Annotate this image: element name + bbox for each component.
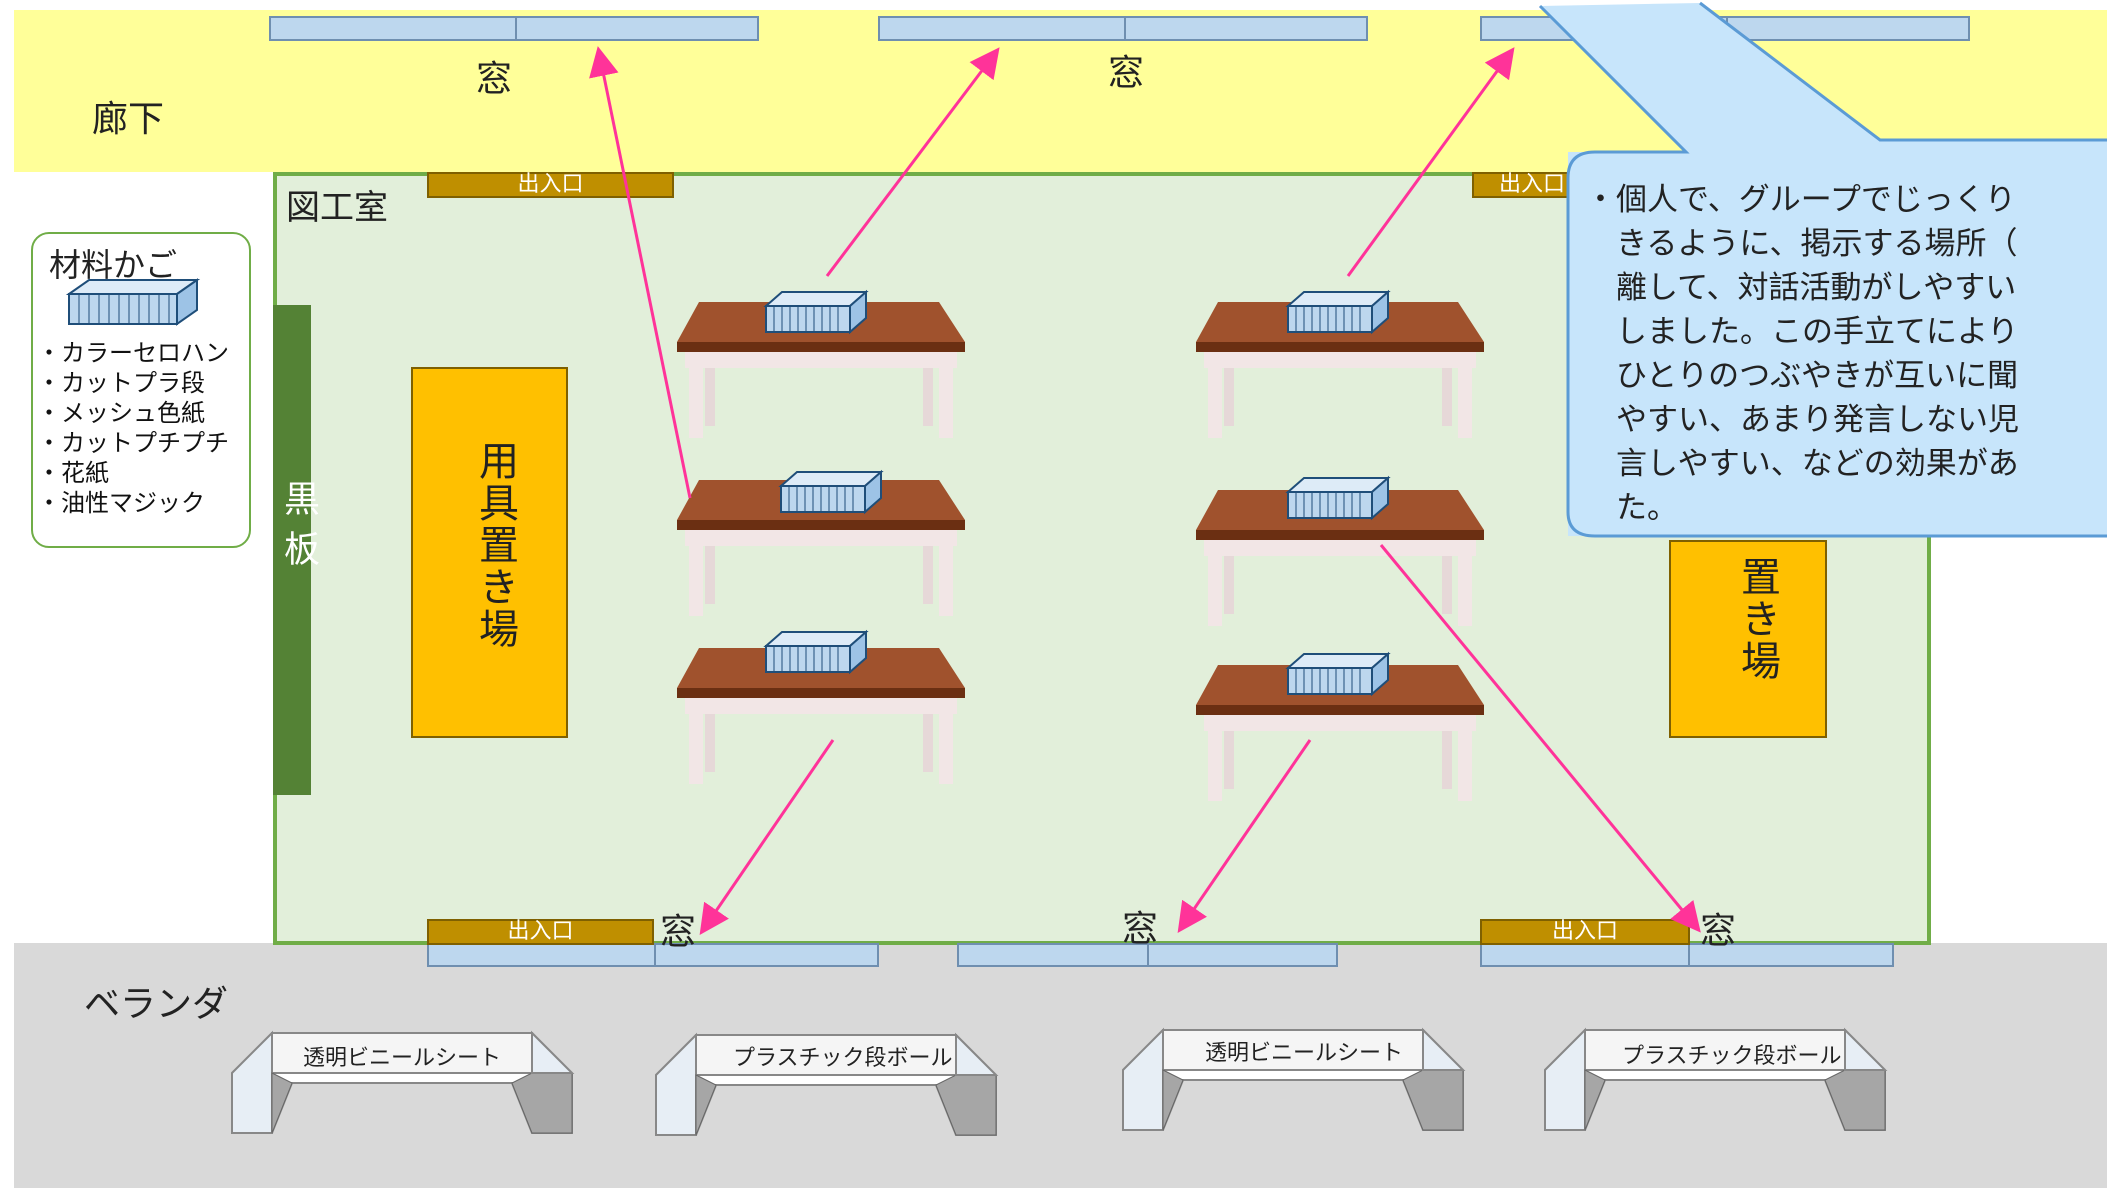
basket-item: ・油性マジック — [37, 489, 205, 517]
display-stand-label: プラスチック段ボール — [733, 1046, 953, 1071]
material-basket-legend: 材料かご ・カラーセロハン ・カットプラ段 ・メッシュ色紙 ・カットプチプチ ・… — [31, 232, 251, 548]
tool-storage-left — [411, 367, 568, 738]
display-stand-label: プラスチック段ボール — [1622, 1044, 1842, 1069]
basket-item: ・カットプチプチ — [37, 429, 229, 457]
callout-line: しました。この手立てにより — [1585, 314, 2019, 350]
callout-line: ・個人で、グループでじっくり — [1585, 182, 2016, 218]
basket-item: ・カラーセロハン — [37, 339, 229, 367]
window-label: 窓 — [660, 912, 697, 953]
door-bottom-left: 出入口 — [427, 919, 654, 945]
callout-line: きるように、掲示する場所（ — [1585, 226, 2018, 262]
material-basket-title: 材料かご — [49, 246, 178, 284]
display-stand-label: 透明ビニールシート — [303, 1046, 502, 1071]
blackboard-label: 黒板 — [278, 480, 319, 580]
window-bottom-2 — [957, 943, 1338, 967]
display-stand-label: 透明ビニールシート — [1205, 1041, 1404, 1066]
callout-line: 離して、対話活動がしやすい — [1585, 270, 2017, 306]
callout-line: 言しやすい、などの効果があ — [1585, 446, 2019, 482]
basket-icon — [65, 278, 201, 326]
room-label: 図工室 — [286, 188, 388, 228]
window-label: 窓 — [476, 59, 513, 100]
callout-line: ひとりのつぶやきが互いに聞 — [1585, 358, 2019, 394]
window-label: 窓 — [1122, 909, 1159, 950]
window-label: 窓 — [1700, 911, 1737, 952]
tool-storage-left-label: 用具置き場 — [472, 440, 518, 650]
door-top-left: 出入口 — [427, 172, 674, 198]
window-label: 窓 — [1108, 53, 1145, 94]
basket-item: ・カットプラ段 — [37, 369, 205, 397]
window-top-1 — [269, 16, 759, 41]
callout-note: ・個人で、グループでじっくり きるように、掲示する場所（ 離して、対話活動がしや… — [1585, 178, 2105, 530]
callout-line: た。 — [1585, 490, 1678, 526]
tool-storage-right — [1669, 540, 1827, 738]
basket-item: ・メッシュ色紙 — [37, 399, 205, 427]
window-top-2 — [878, 16, 1368, 41]
basket-item: ・花紙 — [37, 459, 109, 487]
tool-storage-right-label: 置き場 — [1734, 556, 1780, 682]
veranda-label: ベランダ — [84, 984, 229, 1025]
callout-line: やすい、あまり発言しない児 — [1585, 402, 2019, 438]
blackboard — [273, 305, 311, 795]
door-bottom-right: 出入口 — [1480, 919, 1690, 945]
corridor-label: 廊下 — [92, 99, 165, 140]
